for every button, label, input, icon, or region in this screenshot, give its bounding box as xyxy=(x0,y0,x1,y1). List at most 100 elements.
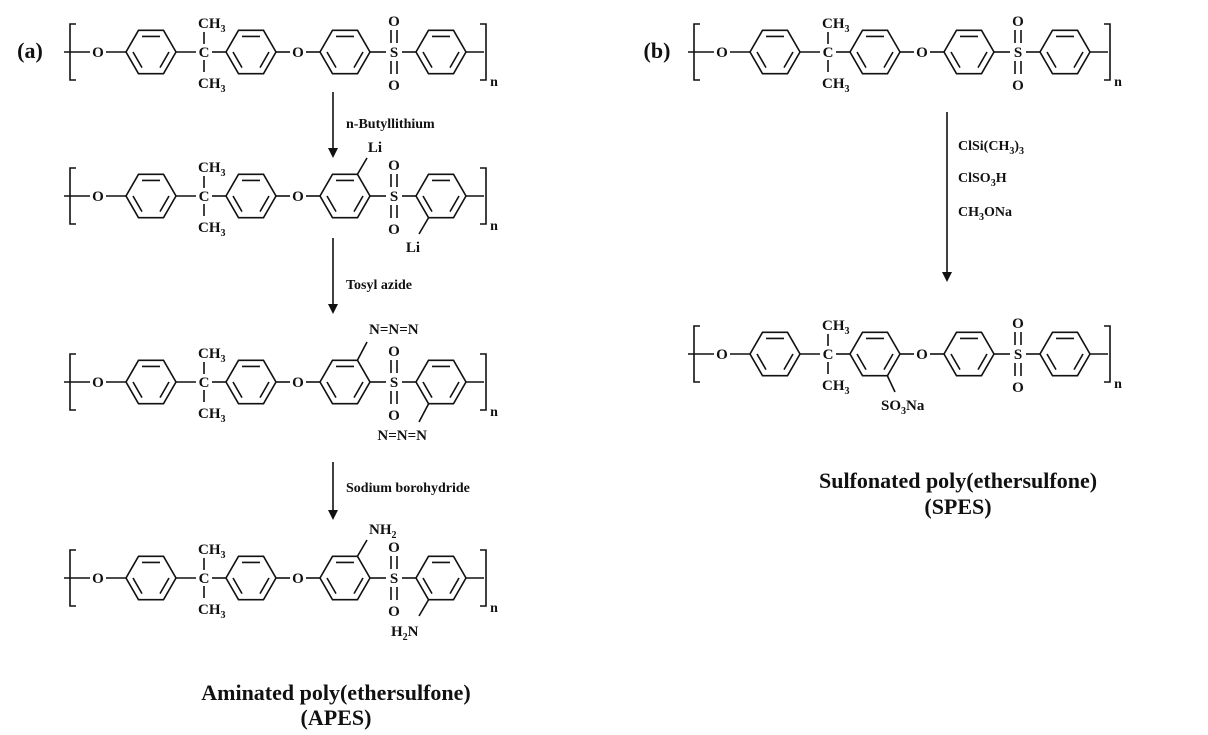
product-abbrev-spes: (SPES) xyxy=(924,494,991,519)
methyl-group: CH3 xyxy=(198,346,226,365)
oxygen-atom: O xyxy=(92,571,104,587)
reaction-arrow-1 xyxy=(328,92,338,158)
product-abbrev-apes: (APES) xyxy=(301,705,372,730)
ring-outline xyxy=(415,173,467,219)
methyl-group: CH3 xyxy=(198,160,226,179)
reagent-base: ClSi(CH xyxy=(958,139,1009,154)
reagent-butyllithium: n-Butyllithium xyxy=(346,117,435,132)
ring-double-bond xyxy=(1073,353,1084,370)
repeat-bracket-right xyxy=(480,23,487,81)
benzene-ring xyxy=(415,555,467,601)
lithium-atom: Li xyxy=(368,140,382,156)
bond xyxy=(886,374,896,393)
ring-outline xyxy=(319,29,371,75)
lithium-atom: Li xyxy=(406,240,420,256)
methyl-group-subscript: 3 xyxy=(221,550,226,561)
ring-double-bond xyxy=(950,51,961,68)
ring-double-bond xyxy=(1046,51,1057,68)
benzene-ring xyxy=(125,359,177,405)
ring-double-bond xyxy=(159,381,170,398)
benzene-ring xyxy=(319,29,371,75)
methyl-group-text: CH xyxy=(198,346,221,362)
amino-group-subscript: 2 xyxy=(392,530,397,541)
ring-double-bond xyxy=(783,51,794,68)
carbon-atom: C xyxy=(823,347,834,363)
carbon-atom: C xyxy=(199,189,210,205)
arrow-head xyxy=(328,304,338,314)
amino-group-h: H xyxy=(391,624,403,640)
sulfonate-na: Na xyxy=(906,398,925,414)
ring-double-bond xyxy=(232,381,243,398)
product-title-spes: Sulfonated poly(ethersulfone) xyxy=(819,468,1097,493)
methyl-group-subscript: 3 xyxy=(845,24,850,35)
ring-outline xyxy=(125,29,177,75)
repeat-count-n: n xyxy=(490,219,498,234)
benzene-ring xyxy=(319,173,371,219)
benzene-ring xyxy=(125,29,177,75)
repeat-bracket-left xyxy=(69,23,76,81)
oxygen-atom: O xyxy=(388,14,400,30)
ring-double-bond xyxy=(950,353,961,370)
bond xyxy=(418,598,430,617)
oxygen-atom: O xyxy=(92,45,104,61)
ring-double-bond xyxy=(159,51,170,68)
methyl-group: CH3 xyxy=(198,406,226,425)
reagent-sodium-methoxide: CH3ONa xyxy=(958,205,1012,223)
methyl-group-subscript: 3 xyxy=(845,84,850,95)
reagent-text: ClSi(CH3)3 xyxy=(958,139,1024,157)
panel-label-b: (b) xyxy=(644,38,671,63)
sulfonate-subscript: 3 xyxy=(901,406,906,417)
bond xyxy=(356,341,368,362)
ring-outline xyxy=(415,555,467,601)
ring-outline xyxy=(125,555,177,601)
repeat-count-n: n xyxy=(1114,75,1122,90)
bond xyxy=(356,539,368,558)
ring-double-bond xyxy=(259,577,270,594)
methyl-group-text: CH xyxy=(822,378,845,394)
carbon-atom: C xyxy=(199,375,210,391)
methyl-group: CH3 xyxy=(198,76,226,95)
ring-double-bond xyxy=(449,51,460,68)
methyl-group-text: CH xyxy=(198,542,221,558)
bond xyxy=(356,157,368,176)
reagent-sodium-borohydride: Sodium borohydride xyxy=(346,481,470,496)
amino-group: H2N xyxy=(391,624,419,643)
reagent-text: ClSO3H xyxy=(958,171,1007,189)
amino-group: NH2 xyxy=(369,522,397,541)
sulfur-atom: S xyxy=(390,375,398,391)
sulfur-atom: S xyxy=(390,189,398,205)
ring-double-bond xyxy=(977,51,988,68)
oxygen-atom: O xyxy=(92,189,104,205)
methyl-group-text: CH xyxy=(198,76,221,92)
methyl-group-subscript: 3 xyxy=(221,610,226,621)
ring-outline xyxy=(225,173,277,219)
benzene-ring xyxy=(749,331,801,377)
ring-double-bond xyxy=(232,51,243,68)
oxygen-atom: O xyxy=(1012,14,1024,30)
ring-double-bond xyxy=(856,353,867,370)
reagent-base: ClSO xyxy=(958,171,991,186)
benzene-ring xyxy=(415,359,467,405)
ring-double-bond xyxy=(326,577,337,594)
methyl-group-subscript: 3 xyxy=(221,414,226,425)
methyl-group: CH3 xyxy=(822,76,850,95)
oxygen-atom: O xyxy=(916,347,928,363)
reagent-subscript: 3 xyxy=(1009,146,1014,157)
oxygen-atom: O xyxy=(1012,316,1024,332)
reagent-tail: H xyxy=(996,171,1007,186)
methyl-group-text: CH xyxy=(198,602,221,618)
repeat-count-n: n xyxy=(490,601,498,616)
benzene-ring xyxy=(225,173,277,219)
ring-outline xyxy=(125,173,177,219)
oxygen-atom: O xyxy=(292,375,304,391)
repeat-bracket-right xyxy=(1104,23,1111,81)
reagent-subscript: 3 xyxy=(979,212,984,223)
ring-outline xyxy=(1039,331,1091,377)
benzene-ring xyxy=(125,555,177,601)
ring-double-bond xyxy=(353,577,364,594)
